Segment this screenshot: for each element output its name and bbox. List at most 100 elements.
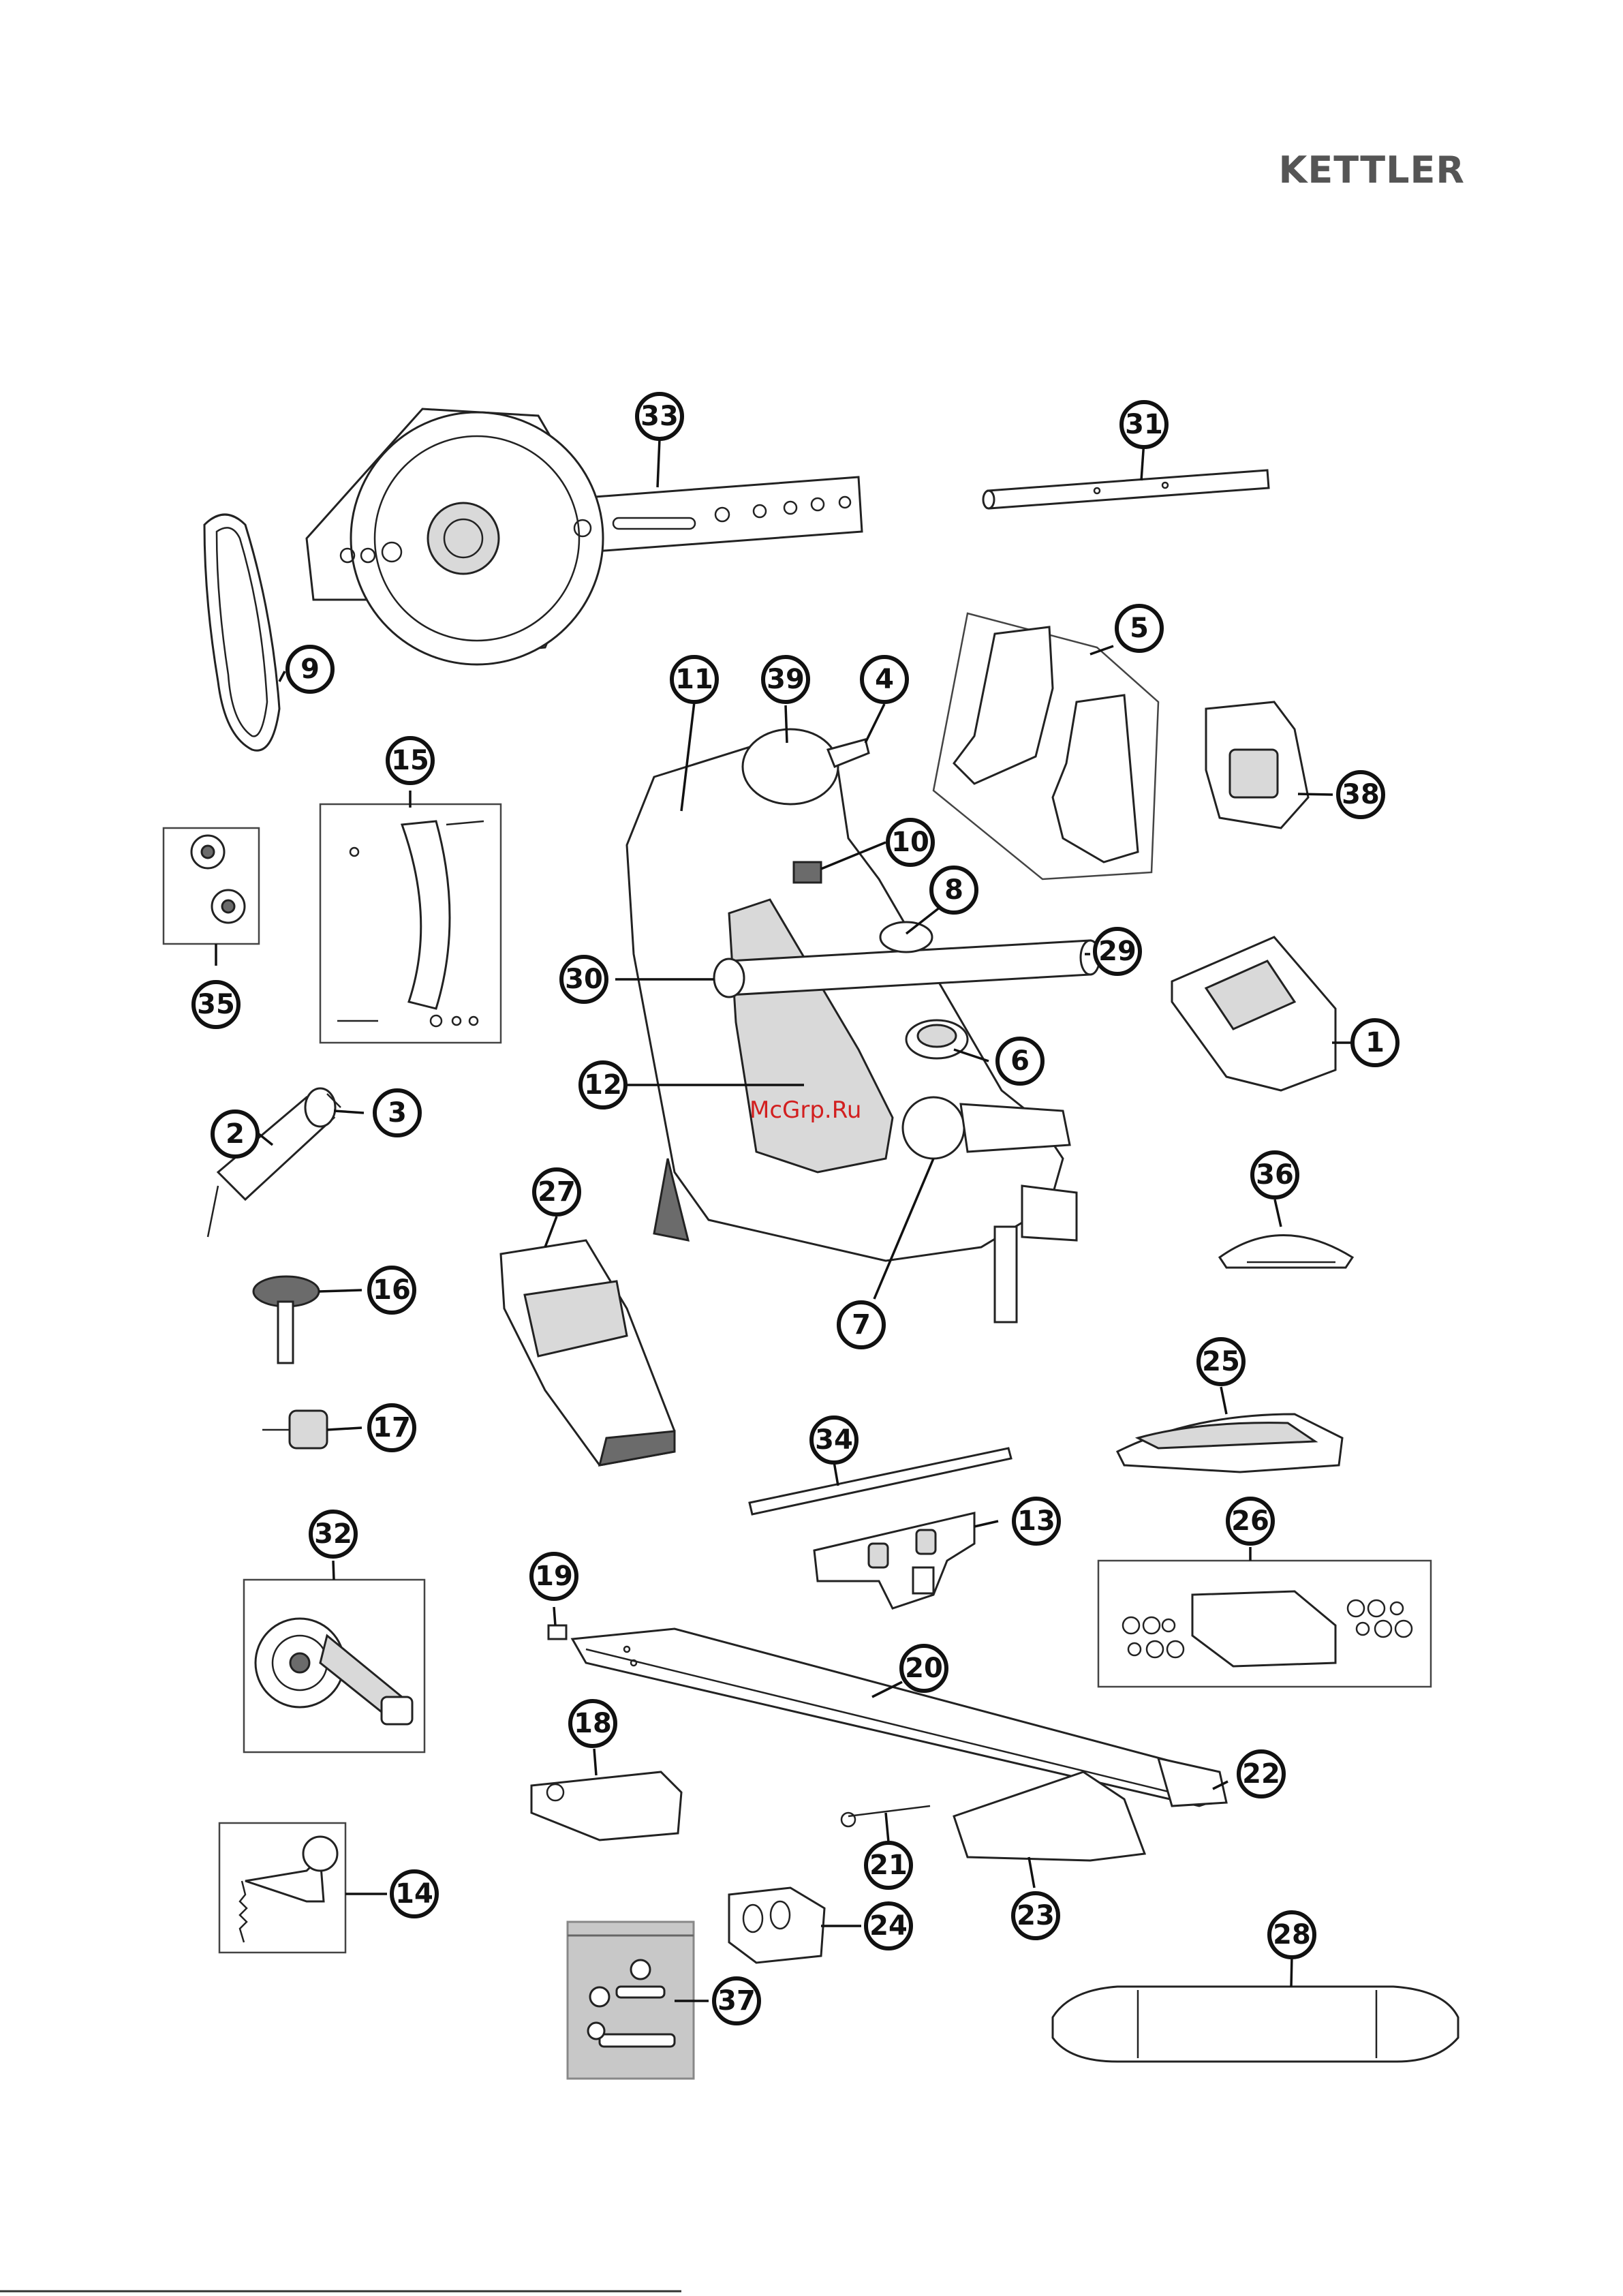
svg-text:38: 38 bbox=[1342, 779, 1380, 810]
part-2-tube bbox=[208, 1088, 335, 1237]
svg-text:39: 39 bbox=[767, 664, 805, 695]
part-38-front-cover bbox=[1206, 702, 1308, 828]
callout-3: 3 bbox=[375, 1090, 420, 1135]
svg-text:29: 29 bbox=[1098, 936, 1137, 967]
brand-logo: KETTLER bbox=[1278, 149, 1465, 192]
svg-text:17: 17 bbox=[373, 1412, 411, 1443]
svg-text:37: 37 bbox=[717, 1985, 756, 2017]
svg-text:34: 34 bbox=[815, 1424, 853, 1456]
callout-35: 35 bbox=[194, 982, 238, 1027]
part-33-flywheel-assembly bbox=[307, 409, 862, 664]
part-18-bracket bbox=[531, 1772, 681, 1840]
svg-text:3: 3 bbox=[388, 1097, 407, 1129]
part-32-pulley bbox=[244, 1580, 424, 1752]
part-35-rollers bbox=[164, 828, 259, 944]
part-17-adjuster bbox=[262, 1411, 327, 1448]
callout-36: 36 bbox=[1252, 1152, 1297, 1197]
svg-text:13: 13 bbox=[1017, 1505, 1055, 1537]
part-36-guard bbox=[1220, 1236, 1352, 1268]
callout-39: 39 bbox=[763, 657, 808, 702]
callout-4: 4 bbox=[862, 657, 907, 702]
main-frame-assembly: McGrp.Ru bbox=[627, 729, 1100, 1322]
callout-6: 6 bbox=[998, 1039, 1042, 1084]
svg-text:19: 19 bbox=[535, 1561, 573, 1592]
svg-text:25: 25 bbox=[1202, 1346, 1240, 1377]
svg-text:5: 5 bbox=[1130, 613, 1149, 644]
part-34-rod bbox=[749, 1448, 1011, 1514]
svg-text:26: 26 bbox=[1231, 1505, 1269, 1537]
part-1-monitor bbox=[1172, 937, 1335, 1090]
part-13-roller-set bbox=[814, 1513, 974, 1608]
callout-26: 26 bbox=[1228, 1499, 1273, 1544]
svg-text:22: 22 bbox=[1242, 1758, 1280, 1790]
svg-text:28: 28 bbox=[1273, 1919, 1311, 1950]
part-31-axle-rod bbox=[983, 470, 1269, 508]
svg-text:31: 31 bbox=[1125, 409, 1163, 440]
svg-text:2: 2 bbox=[226, 1118, 245, 1150]
svg-text:35: 35 bbox=[197, 989, 235, 1020]
svg-text:15: 15 bbox=[391, 745, 429, 776]
callout-10: 10 bbox=[888, 820, 933, 865]
callout-34: 34 bbox=[812, 1418, 856, 1463]
callout-38: 38 bbox=[1338, 772, 1383, 817]
part-14-spring-lever bbox=[219, 1823, 345, 1953]
part-28-front-foot bbox=[1053, 1987, 1458, 2062]
svg-text:24: 24 bbox=[869, 1910, 908, 1942]
svg-text:18: 18 bbox=[574, 1708, 612, 1739]
watermark: McGrp.Ru bbox=[749, 1097, 861, 1124]
callout-8: 8 bbox=[931, 868, 976, 913]
callout-1: 1 bbox=[1352, 1020, 1397, 1065]
svg-text:23: 23 bbox=[1017, 1900, 1055, 1931]
svg-text:12: 12 bbox=[584, 1069, 622, 1101]
part-9-drive-belt bbox=[204, 515, 279, 750]
svg-text:1: 1 bbox=[1365, 1027, 1385, 1058]
callout-29: 29 bbox=[1095, 929, 1140, 974]
svg-text:16: 16 bbox=[373, 1274, 411, 1306]
callout-37: 37 bbox=[714, 1978, 759, 2023]
callout-25: 25 bbox=[1199, 1339, 1243, 1384]
callout-31: 31 bbox=[1122, 402, 1166, 447]
svg-text:27: 27 bbox=[538, 1176, 576, 1208]
svg-text:11: 11 bbox=[675, 664, 713, 695]
svg-text:4: 4 bbox=[875, 664, 894, 695]
svg-text:14: 14 bbox=[395, 1878, 433, 1910]
part-15-brake-strap bbox=[320, 804, 501, 1043]
svg-text:36: 36 bbox=[1256, 1159, 1294, 1191]
svg-text:20: 20 bbox=[905, 1653, 943, 1684]
svg-text:6: 6 bbox=[1010, 1045, 1030, 1077]
callout-11: 11 bbox=[672, 657, 717, 702]
callout-16: 16 bbox=[369, 1268, 414, 1313]
callout-7: 7 bbox=[839, 1302, 884, 1347]
callout-23: 23 bbox=[1013, 1893, 1058, 1938]
svg-text:21: 21 bbox=[869, 1850, 908, 1881]
svg-text:10: 10 bbox=[891, 827, 929, 858]
callout-28: 28 bbox=[1269, 1912, 1314, 1957]
callout-15: 15 bbox=[388, 738, 433, 783]
callout-14: 14 bbox=[392, 1871, 437, 1916]
callout-27: 27 bbox=[534, 1169, 579, 1214]
callout-24: 24 bbox=[866, 1903, 911, 1948]
callout-17: 17 bbox=[369, 1405, 414, 1450]
callout-20: 20 bbox=[901, 1646, 946, 1691]
svg-text:33: 33 bbox=[640, 401, 679, 432]
callout-13: 13 bbox=[1014, 1499, 1059, 1544]
callout-9: 9 bbox=[288, 647, 333, 692]
svg-text:8: 8 bbox=[944, 874, 963, 906]
part-26-bracket bbox=[1098, 1561, 1431, 1687]
part-27-seat bbox=[501, 1240, 675, 1465]
callout-2: 2 bbox=[213, 1112, 258, 1157]
callout-32: 32 bbox=[311, 1512, 356, 1557]
svg-text:32: 32 bbox=[314, 1518, 352, 1550]
callout-22: 22 bbox=[1239, 1751, 1284, 1796]
callout-5: 5 bbox=[1117, 606, 1162, 651]
callout-19: 19 bbox=[531, 1554, 576, 1599]
callout-12: 12 bbox=[581, 1062, 625, 1107]
part-5-side-covers bbox=[933, 613, 1158, 879]
part-24-rubber-block bbox=[729, 1888, 824, 1963]
svg-text:9: 9 bbox=[300, 654, 320, 685]
callout-18: 18 bbox=[570, 1701, 615, 1746]
callout-30: 30 bbox=[561, 957, 606, 1002]
part-19-connector bbox=[548, 1625, 566, 1639]
callout-33: 33 bbox=[637, 394, 682, 439]
